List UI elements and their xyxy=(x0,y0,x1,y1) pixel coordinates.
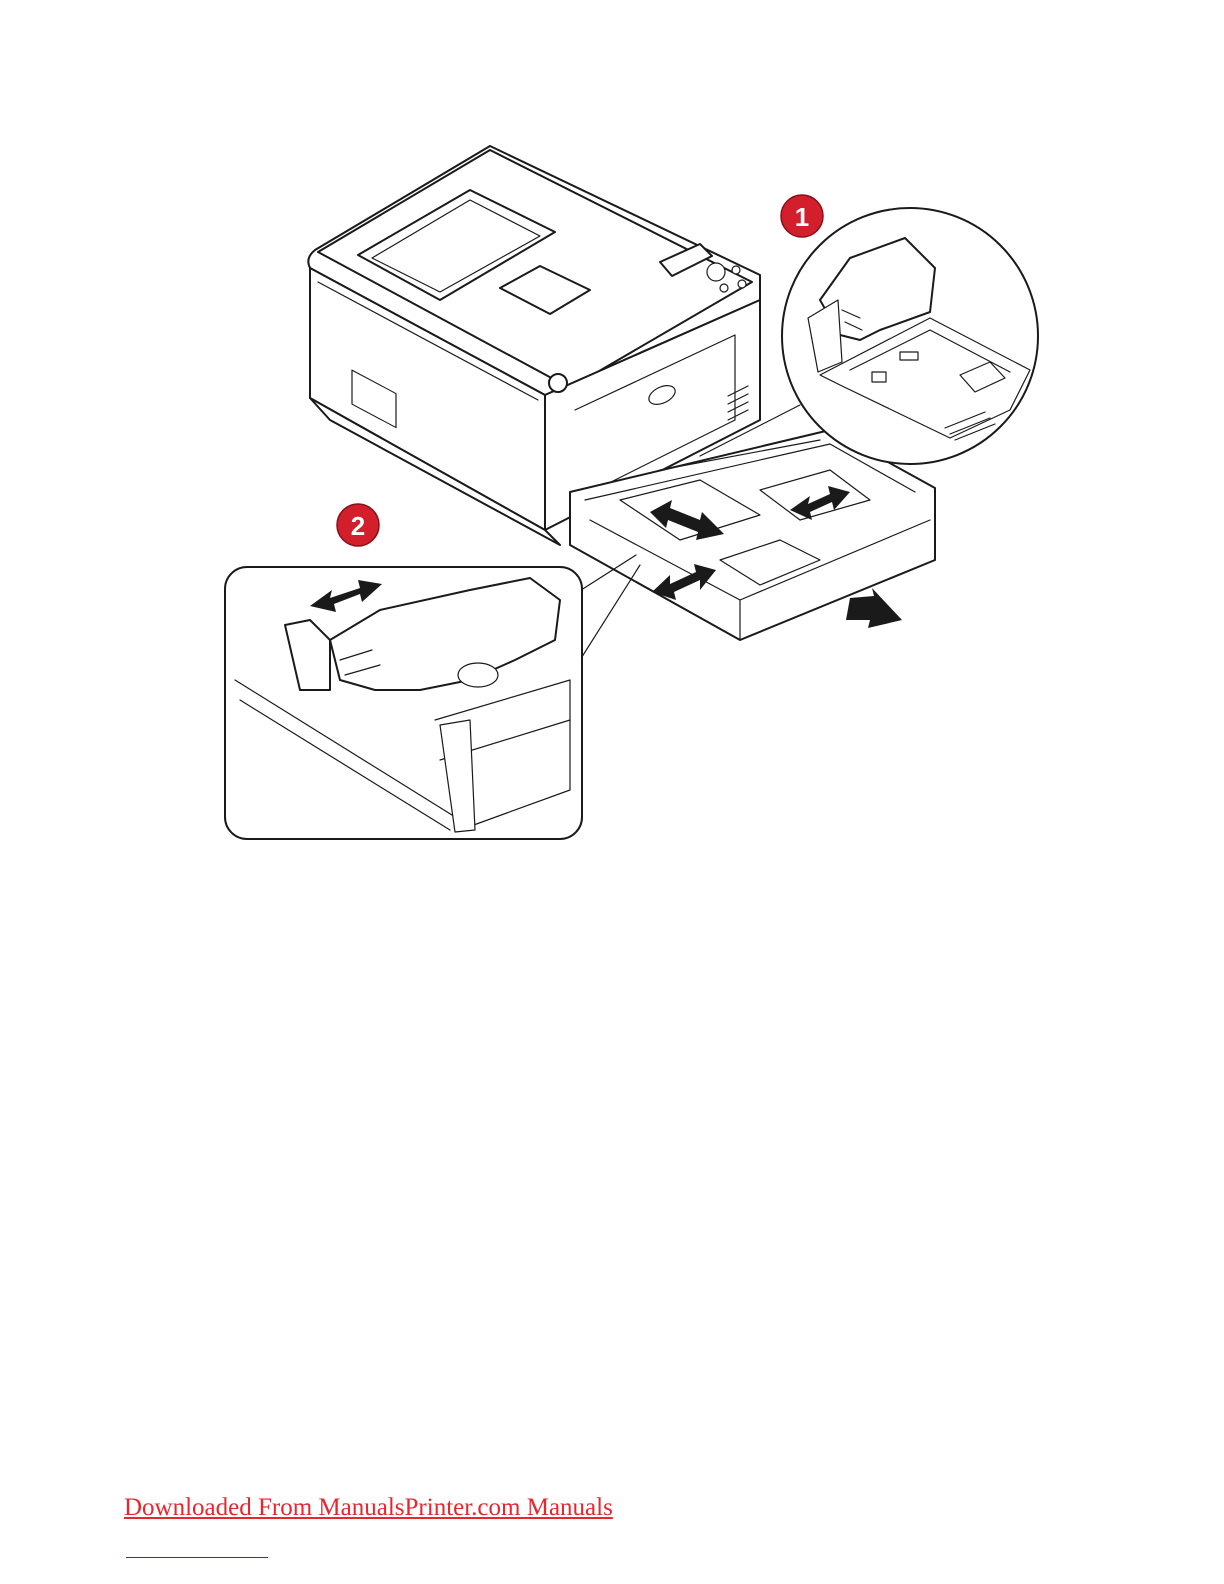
footer-download-link[interactable]: Downloaded From ManualsPrinter.com Manua… xyxy=(124,1494,613,1522)
printer-paper-tray-illustration: 1 2 xyxy=(0,0,1224,900)
callout-2-number: 2 xyxy=(351,511,365,541)
detail-view-2 xyxy=(225,555,640,839)
footer-rule xyxy=(126,1557,268,1558)
callout-2: 2 xyxy=(337,504,379,546)
callout-1-number: 1 xyxy=(795,202,809,232)
callout-1: 1 xyxy=(781,195,823,237)
